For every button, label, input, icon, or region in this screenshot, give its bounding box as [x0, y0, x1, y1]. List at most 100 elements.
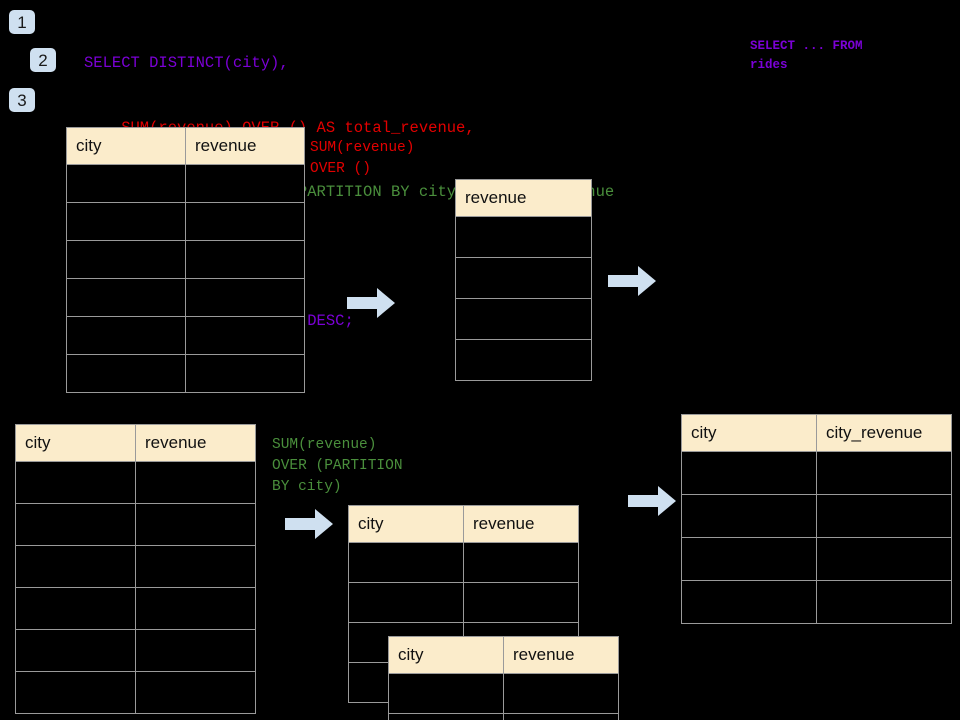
- table-header-row: city revenue: [15, 424, 256, 462]
- column-header-city: city: [388, 636, 504, 674]
- table-row: [681, 494, 952, 538]
- cell: [66, 278, 186, 317]
- cell: [185, 278, 305, 317]
- annotation-select-from-rides: SELECT ... FROM rides: [750, 39, 863, 72]
- table-row: [15, 629, 256, 672]
- cell: [15, 671, 136, 714]
- table-row: [15, 587, 256, 630]
- partition-group-back-table: city revenue: [348, 505, 579, 703]
- column-header-city: city: [15, 424, 136, 462]
- cell: [135, 671, 256, 714]
- table-row: [348, 582, 579, 623]
- step-badge-3: 3: [9, 88, 35, 112]
- table-row: [455, 298, 592, 340]
- cell: [135, 629, 256, 672]
- table-row: [455, 339, 592, 381]
- cell: [185, 316, 305, 355]
- cell: [816, 580, 952, 624]
- cell: [681, 537, 817, 581]
- table-row: [681, 451, 952, 495]
- arrow-source-to-total: [347, 288, 395, 318]
- column-header-city: city: [66, 127, 186, 165]
- column-header-revenue: revenue: [455, 179, 592, 217]
- column-header-city: city: [348, 505, 464, 543]
- cell: [503, 673, 619, 714]
- annotation-sum-over-partition: SUM(revenue) OVER (PARTITION BY city): [272, 437, 403, 495]
- annotation-sum-over-empty: SUM(revenue) OVER (): [310, 140, 415, 177]
- table-body: [66, 164, 305, 393]
- total-revenue-table: revenue: [455, 179, 592, 381]
- table-row: [15, 503, 256, 546]
- cell: [66, 354, 186, 393]
- cell: [185, 202, 305, 241]
- table-row: [66, 202, 305, 241]
- cell: [15, 461, 136, 504]
- cell: [15, 587, 136, 630]
- column-header-revenue: revenue: [463, 505, 579, 543]
- table-header-row: city revenue: [388, 636, 619, 674]
- table-body: [15, 461, 256, 714]
- cell: [463, 542, 579, 583]
- cell: [185, 354, 305, 393]
- cell: [15, 629, 136, 672]
- table-row: [681, 537, 952, 581]
- table-row: [66, 354, 305, 393]
- cell: [66, 202, 186, 241]
- column-header-revenue: revenue: [503, 636, 619, 674]
- cell: [388, 713, 504, 720]
- table-row: [66, 316, 305, 355]
- table-row: [455, 257, 592, 299]
- table-header-row: revenue: [455, 179, 592, 217]
- table-row: [15, 461, 256, 504]
- arrow-total-to-result: [608, 266, 656, 296]
- table-body: [681, 451, 952, 624]
- table-row: [15, 671, 256, 714]
- cell: [816, 494, 952, 538]
- table-row: [66, 278, 305, 317]
- cell: [15, 503, 136, 546]
- cell: [15, 545, 136, 588]
- cell: [135, 545, 256, 588]
- cell: [455, 339, 592, 381]
- cell: [503, 713, 619, 720]
- table-row: [388, 713, 619, 720]
- cell: [348, 542, 464, 583]
- cell: [66, 316, 186, 355]
- cell: [455, 216, 592, 258]
- step-badge-2: 2: [30, 48, 56, 72]
- cell: [455, 298, 592, 340]
- table-row: [15, 545, 256, 588]
- sql-line-select: SELECT DISTINCT(city),: [84, 54, 289, 72]
- cell: [66, 240, 186, 279]
- table-row: [455, 216, 592, 258]
- cell: [348, 582, 464, 623]
- table-row: [66, 240, 305, 279]
- cell: [463, 582, 579, 623]
- cell: [135, 461, 256, 504]
- city-revenue-result-table: city city_revenue: [681, 414, 952, 624]
- cell: [681, 451, 817, 495]
- cell: [185, 164, 305, 203]
- step-badge-1: 1: [9, 10, 35, 34]
- cell: [455, 257, 592, 299]
- table-header-row: city revenue: [66, 127, 305, 165]
- cell: [135, 587, 256, 630]
- cell: [185, 240, 305, 279]
- table-row: [348, 542, 579, 583]
- table-header-row: city city_revenue: [681, 414, 952, 452]
- table-header-row: city revenue: [348, 505, 579, 543]
- column-header-city: city: [681, 414, 817, 452]
- column-header-city-revenue: city_revenue: [816, 414, 952, 452]
- table-body: [455, 216, 592, 381]
- cell: [135, 503, 256, 546]
- column-header-revenue: revenue: [185, 127, 305, 165]
- table-body: [388, 673, 619, 720]
- arrow-source-to-partition: [285, 509, 333, 539]
- cell: [388, 673, 504, 714]
- partition-group-front-table: city revenue: [388, 636, 619, 720]
- cell: [66, 164, 186, 203]
- cell: [681, 494, 817, 538]
- arrow-partition-to-result: [628, 486, 676, 516]
- cell: [681, 580, 817, 624]
